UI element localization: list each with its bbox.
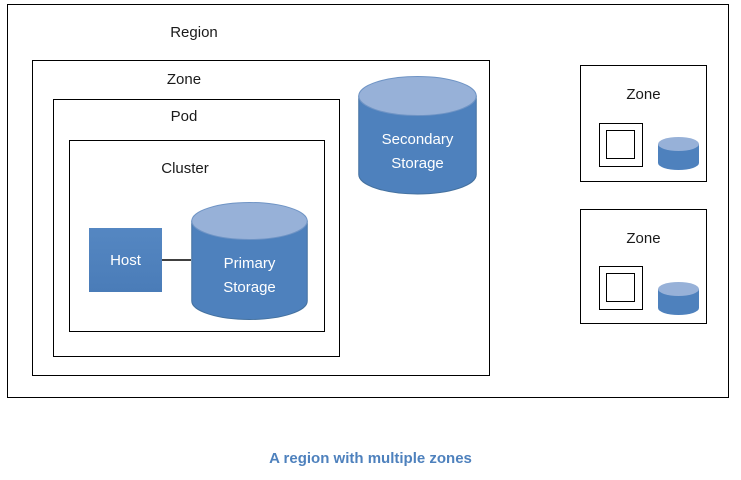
pod-label: Pod — [170, 108, 198, 125]
small-zone-2-label: Zone — [626, 230, 661, 247]
primary-storage-label-line1: Primary — [224, 255, 276, 272]
cluster-box — [69, 140, 325, 332]
cylinder-body — [191, 220, 308, 320]
region-label: Region — [170, 24, 218, 41]
host-storage-connector-line — [162, 259, 191, 261]
cylinder-top — [658, 137, 699, 151]
secondary-storage-label-line1: Secondary — [382, 131, 454, 148]
pod-box — [53, 99, 340, 357]
cylinder-body — [358, 95, 477, 195]
small-zone-1-cluster-icon — [606, 130, 635, 159]
primary-storage-label-line2: Storage — [223, 279, 276, 296]
cylinder-top — [358, 76, 477, 116]
small-zone-1-pod-icon — [599, 123, 643, 167]
cylinder-top — [658, 282, 699, 296]
diagram-caption: A region with multiple zones — [269, 450, 472, 467]
primary-storage-cylinder-icon: Primary Storage — [191, 202, 308, 320]
cylinder-body — [658, 144, 699, 170]
cluster-label: Cluster — [161, 160, 209, 177]
small-zone-2-cluster-icon — [606, 273, 635, 302]
host-label: Host — [110, 251, 141, 269]
host-box: Host — [89, 228, 162, 292]
small-zone-2-storage-cylinder-icon — [658, 282, 699, 315]
small-zone-2-box: Zone — [580, 209, 707, 324]
zone-label: Zone — [166, 71, 202, 88]
cylinder-top — [191, 202, 308, 240]
small-zone-1-storage-cylinder-icon — [658, 137, 699, 170]
secondary-storage-label-line2: Storage — [391, 155, 444, 172]
small-zone-1-box: Zone — [580, 65, 707, 182]
region-box — [7, 4, 729, 398]
zone-box — [32, 60, 490, 376]
cylinder-body — [658, 289, 699, 315]
secondary-storage-cylinder-icon: Secondary Storage — [358, 76, 477, 195]
small-zone-1-label: Zone — [626, 86, 661, 103]
small-zone-2-pod-icon — [599, 266, 643, 310]
